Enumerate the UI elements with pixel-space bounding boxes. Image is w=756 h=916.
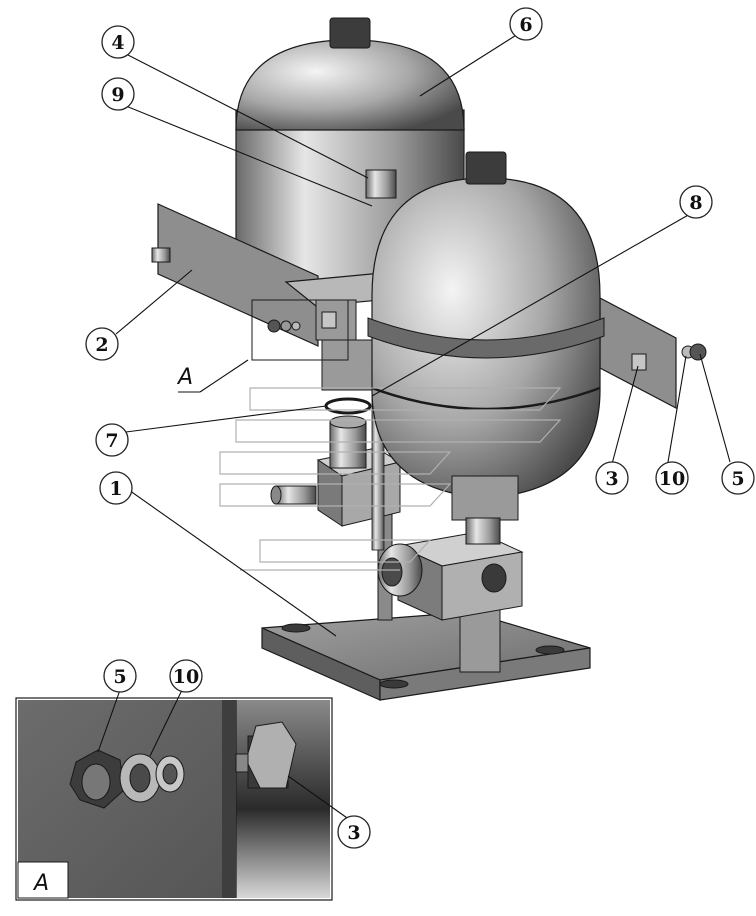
mounting-slot [281,623,311,633]
port-hole [481,563,507,593]
mounting-slot [379,679,409,689]
callout-3: 3 [595,461,629,495]
svg-text:5: 5 [113,666,126,688]
callout-2: 2 [85,327,119,361]
watermark-outline [219,387,562,571]
bolt-head [631,353,647,371]
o-ring [324,397,372,415]
callout-7: 7 [95,423,129,457]
callout-3-detail: 3 [337,815,371,849]
manifold-block-lower [377,531,524,621]
svg-text:10: 10 [173,666,199,688]
callout-1: 1 [99,471,133,505]
svg-text:10: 10 [659,468,685,490]
detail-view-a: A [15,697,333,901]
charging-valve-cap [329,17,371,49]
callout-8: 8 [679,185,713,219]
base-plate [261,611,591,701]
svg-text:3: 3 [347,822,360,844]
svg-text:3: 3 [605,468,618,490]
view-a-frame [251,299,349,361]
svg-text:2: 2 [95,334,108,356]
clamp-band [367,317,605,359]
pipe-fitting-nut [365,169,397,199]
threaded-nipple [329,421,367,469]
callout-10: 10 [655,461,689,495]
bolt-head [151,247,171,263]
svg-text:7: 7 [105,430,118,452]
charging-valve-cap [465,151,507,185]
mounting-slot [535,645,565,655]
view-a-label: A [176,365,193,390]
callout-5-detail: 5 [103,659,137,693]
svg-text:1: 1 [109,478,122,500]
callout-leaders [97,33,731,821]
svg-text:4: 4 [111,32,124,54]
side-fitting [275,485,317,505]
svg-text:8: 8 [689,192,702,214]
svg-text:9: 9 [111,84,124,106]
callout-6: 6 [509,7,543,41]
svg-text:6: 6 [519,14,532,36]
svg-text:5: 5 [731,468,744,490]
callout-5: 5 [721,461,755,495]
detail-view-label: A [32,871,49,896]
callout-4: 4 [101,25,135,59]
callout-9: 9 [101,77,135,111]
bolt-head [321,311,337,329]
callout-10-detail: 10 [169,659,203,693]
front-accumulator-tank [367,151,605,545]
